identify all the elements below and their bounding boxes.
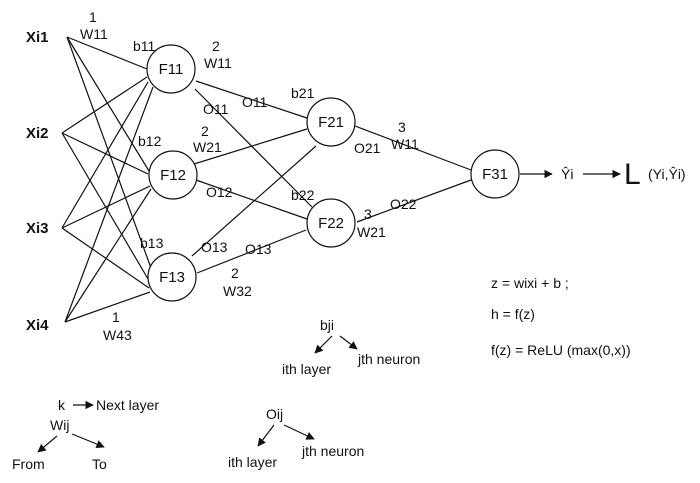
legend-from: From xyxy=(12,456,45,472)
weight-index-l2-c: 2 xyxy=(231,265,239,281)
output-o12: O12 xyxy=(206,184,233,200)
hidden-edges xyxy=(191,80,317,274)
output-o13-a: O13 xyxy=(201,239,228,255)
node-f12-label: F12 xyxy=(160,167,186,184)
node-f31 xyxy=(470,149,520,199)
weight-index-l2-b: 2 xyxy=(201,123,209,139)
node-f11 xyxy=(146,44,196,94)
node-f12 xyxy=(148,150,198,200)
bias-b22: b22 xyxy=(291,187,315,203)
weight-index-l3-a: 3 xyxy=(398,119,406,135)
weight-index-l2-a: 2 xyxy=(212,38,220,54)
legend-oij-ith: ith layer xyxy=(228,454,277,470)
legend-oij-label: Oij xyxy=(266,406,283,422)
input-xi3: Xi3 xyxy=(26,220,49,237)
legend-bji-label: bji xyxy=(320,317,334,333)
output-edges xyxy=(354,125,472,223)
input-xi4: Xi4 xyxy=(26,317,49,334)
node-f13-label: F13 xyxy=(159,269,185,286)
legend-oij-arrow-left xyxy=(257,424,275,447)
output-o13-b: O13 xyxy=(245,241,272,257)
output-o21: O21 xyxy=(354,140,381,156)
node-f21-label: F21 xyxy=(318,114,344,131)
legend-k-label: k xyxy=(58,397,66,413)
node-f31-label: F31 xyxy=(482,166,508,183)
legend-next-layer: Next layer xyxy=(96,397,159,413)
weight-w11-layer1: W11 xyxy=(80,26,108,42)
legend-oij-jth: jth neuron xyxy=(301,443,364,459)
weight-w32-layer2: W32 xyxy=(223,283,252,299)
input-edges xyxy=(61,36,154,323)
weight-w21-layer3: W21 xyxy=(357,224,386,240)
bias-b21: b21 xyxy=(291,85,315,101)
bias-b12: b12 xyxy=(138,133,162,149)
bias-b13: b13 xyxy=(140,235,164,251)
output-o11-a: O11 xyxy=(203,101,229,117)
weight-index-top: 1 xyxy=(89,9,97,25)
loss-symbol: L xyxy=(624,158,641,191)
weight-index-bottom: 1 xyxy=(112,309,120,325)
node-f22 xyxy=(306,198,356,248)
weight-w11-layer2: W11 xyxy=(204,55,232,71)
weight-index-l3-b: 3 xyxy=(364,206,372,222)
legend-bji-arrow-left xyxy=(314,335,333,354)
prediction-yhat: Ŷi xyxy=(561,166,573,182)
legend-wij-label: Wij xyxy=(50,417,69,433)
node-f13 xyxy=(147,252,197,302)
legend-oij-arrow-right xyxy=(283,424,315,440)
legend-wij-arrow-from xyxy=(37,435,58,453)
node-f22-label: F22 xyxy=(318,215,344,232)
node-f21 xyxy=(306,97,356,147)
input-xi1: Xi1 xyxy=(26,29,49,46)
input-xi2: Xi2 xyxy=(26,125,49,142)
legend-bji-arrow-right xyxy=(339,335,358,350)
equation-h: h = f(z) xyxy=(491,306,535,322)
loss-arguments: (Yi,Ŷi) xyxy=(648,166,686,182)
output-o11-b: O11 xyxy=(242,94,268,110)
weight-w11-layer3: W11 xyxy=(391,136,419,152)
equation-relu: f(z) = ReLU (max(0,x)) xyxy=(491,342,631,358)
legend-to: To xyxy=(92,456,107,472)
legend-bji-ith: ith layer xyxy=(282,361,331,377)
output-o22: O22 xyxy=(390,196,417,212)
legend-wij-arrow-to xyxy=(71,433,105,449)
node-f11-label: F11 xyxy=(159,61,184,78)
bias-b11: b11 xyxy=(133,38,156,54)
weight-w21-layer2: W21 xyxy=(193,139,222,155)
equation-z: z = wixi + b ; xyxy=(491,275,569,291)
weight-w43-layer1: W43 xyxy=(103,327,132,343)
legend-bji-jth: jth neuron xyxy=(357,351,420,367)
